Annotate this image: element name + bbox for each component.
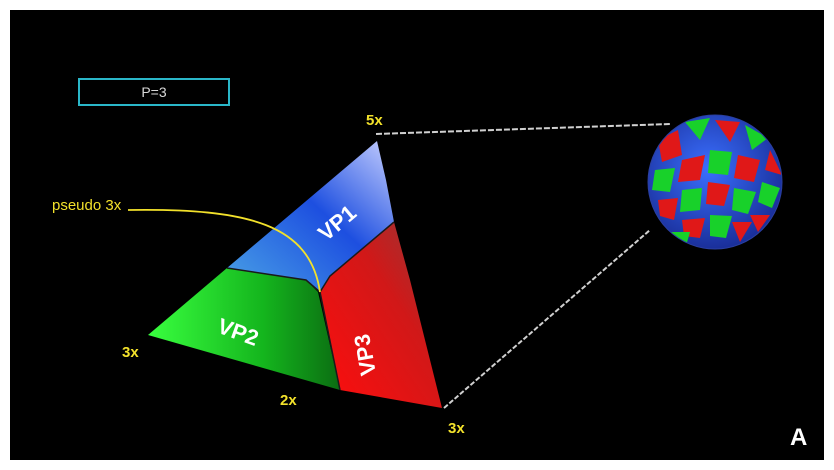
polyhedron-sphere: [647, 114, 783, 250]
vp3-region: [320, 222, 442, 408]
diagram-panel: VP1 VP2 VP3 P=3 5x 3x 3x 2x pseudo 3x A: [10, 10, 824, 460]
diagram-svg: VP1 VP2 VP3: [127, 114, 783, 409]
vp1-region: [227, 141, 394, 292]
region-divider: [226, 267, 341, 391]
pseudo-label: pseudo 3x: [52, 197, 122, 214]
connector-line-bottom: [443, 229, 651, 409]
pseudo-curve: [127, 208, 321, 293]
region-divider-2: [319, 221, 395, 293]
p-value-box: P=3: [78, 78, 230, 106]
top-vertex-label: 5x: [366, 112, 383, 129]
vp2-region: [148, 268, 340, 390]
figure-letter: A: [790, 424, 808, 451]
left-vertex-label: 3x: [122, 344, 139, 361]
right-vertex-label: 3x: [448, 420, 465, 437]
bottom-edge-label: 2x: [280, 392, 297, 409]
connector-line-top: [375, 123, 671, 135]
